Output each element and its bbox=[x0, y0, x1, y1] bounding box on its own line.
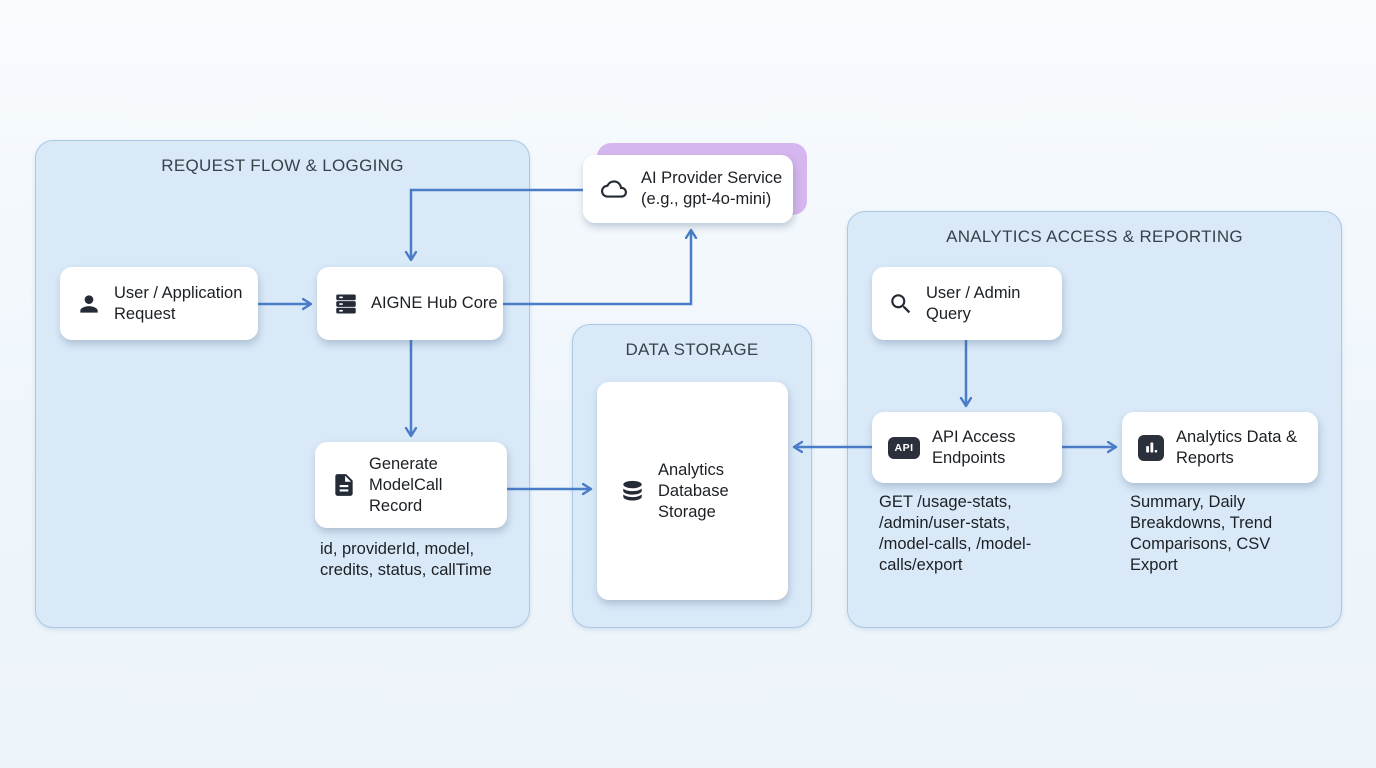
group-title-analytics: ANALYTICS ACCESS & REPORTING bbox=[946, 227, 1243, 246]
node-generate-modelcall-record: Generate ModelCall Record bbox=[315, 442, 507, 528]
node-aigne-hub-core: AIGNE Hub Core bbox=[317, 267, 503, 340]
edge-provider-to-hub bbox=[411, 188, 583, 260]
group-title-data-storage: DATA STORAGE bbox=[625, 340, 759, 359]
group-title-request-flow: REQUEST FLOW & LOGGING bbox=[161, 156, 404, 175]
search-icon bbox=[888, 291, 914, 317]
person-icon bbox=[76, 291, 102, 317]
api-badge-icon: API bbox=[888, 436, 920, 459]
document-icon bbox=[331, 472, 357, 498]
node-ai-provider-service: AI Provider Service (e.g., gpt-4o-mini) bbox=[583, 155, 793, 223]
annotation-modelcall-fields: id, providerId, model, credits, status, … bbox=[320, 540, 492, 579]
bar-chart-icon bbox=[1138, 434, 1164, 461]
annotation-api-endpoints: GET /usage-stats, /admin/user-stats, /mo… bbox=[879, 493, 1032, 574]
node-user-admin-query: User / Admin Query bbox=[872, 267, 1062, 340]
node-analytics-data-reports: Analytics Data & Reports bbox=[1122, 412, 1318, 483]
group-request-flow: REQUEST FLOW & LOGGING bbox=[35, 140, 530, 628]
edge-hub-to-provider bbox=[503, 230, 691, 306]
node-analytics-database-storage: Analytics Database Storage bbox=[597, 382, 788, 600]
database-icon bbox=[619, 478, 646, 505]
cloud-icon bbox=[599, 176, 629, 202]
node-user-application-request: User / Application Request bbox=[60, 267, 258, 340]
server-icon bbox=[333, 291, 359, 317]
node-api-access-endpoints: API API Access Endpoints bbox=[872, 412, 1062, 483]
annotation-report-types: Summary, Daily Breakdowns, Trend Compari… bbox=[1130, 493, 1273, 574]
